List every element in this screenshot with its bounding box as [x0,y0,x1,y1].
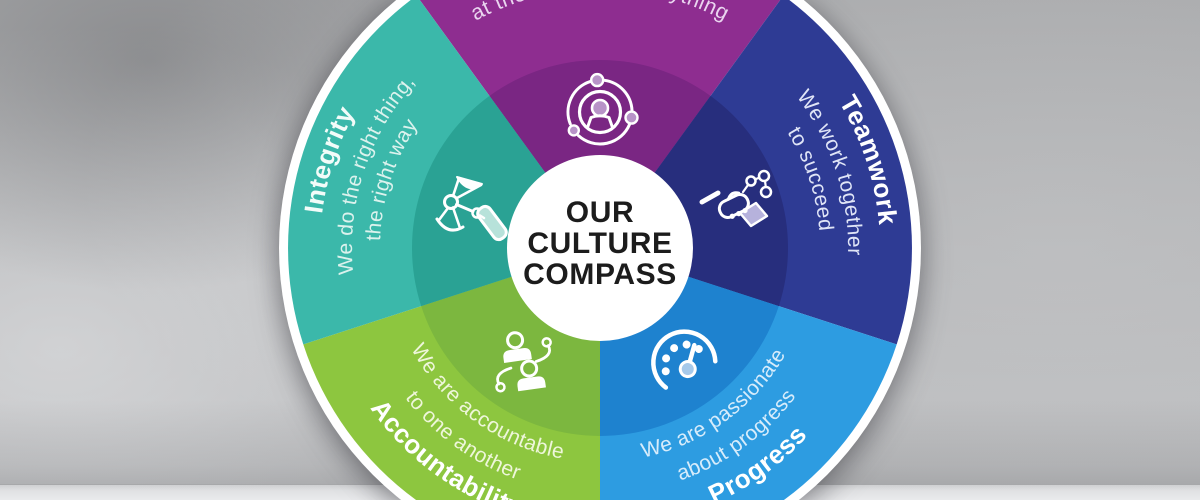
center-title-line3: COMPASS [523,258,677,291]
center-title-line1: OUR [566,196,634,229]
balance-scales-icon [435,176,508,242]
handshake-network-icon [699,169,773,228]
culture-compass-wheel: OUR CULTURE COMPASS We put our customers… [279,0,921,500]
people-exchange-icon [495,331,552,393]
person-top [503,348,532,363]
scale-base [476,204,508,242]
sleeve [738,201,769,228]
center-title-line2: CULTURE [527,227,672,260]
speedometer-icon [651,329,718,390]
customer-centric-icon [566,72,639,146]
scale-pan-top [456,176,483,190]
person-bottom [517,376,546,392]
center-circle [507,155,693,341]
customer-head [590,98,610,118]
segment-customer-centricity-inner [489,59,711,248]
gauge-hub [678,360,697,379]
